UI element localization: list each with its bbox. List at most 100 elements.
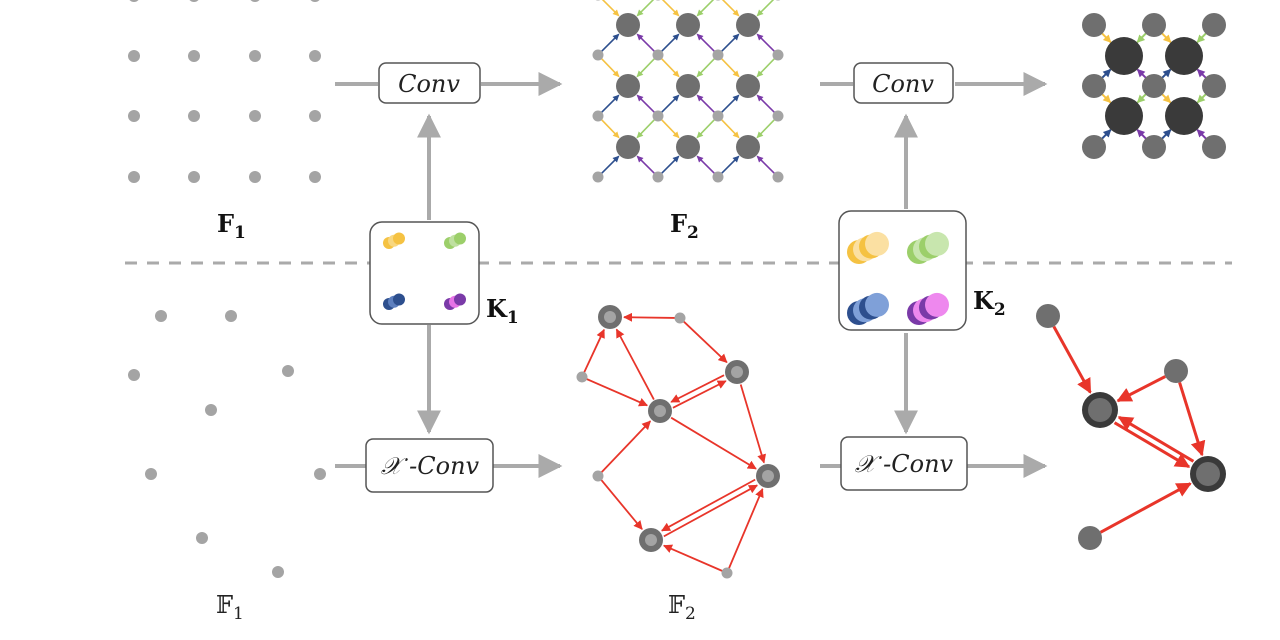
xconv-box-1-label: 𝒳 -Conv	[381, 452, 480, 480]
kernel-edge-purple	[1136, 128, 1148, 140]
kernel-edge-blue	[1101, 68, 1112, 79]
out-small-node	[1202, 13, 1226, 37]
f1-point	[128, 171, 140, 183]
out-small-node	[1142, 135, 1166, 159]
kernel-edge-yellow	[720, 119, 740, 139]
f2-small-point	[772, 171, 784, 183]
f2-node	[676, 74, 700, 98]
conv-box-1-label: Conv	[398, 70, 460, 98]
f2-small-point	[772, 49, 784, 61]
f1-point	[309, 50, 321, 62]
kernel-edge-yellow	[600, 58, 620, 78]
kernel-edge-blue	[660, 33, 680, 53]
kernel-edge-blue	[1100, 128, 1112, 140]
f2-small-point	[712, 110, 724, 122]
kernel-edge-green	[696, 58, 716, 78]
conv-box-2: Conv	[853, 62, 954, 104]
f2-small-point	[712, 171, 724, 183]
xconv-box-2-label: 𝒳 -Conv	[855, 450, 954, 478]
f1-point	[249, 110, 261, 122]
kernel-edge-blue	[600, 155, 620, 175]
f1-point	[128, 50, 140, 62]
label-K2: K2	[973, 286, 1006, 320]
kernel-edge-yellow	[1101, 93, 1112, 104]
kernel-edge-yellow	[721, 0, 740, 17]
kernel-yellow	[393, 232, 405, 245]
kernel-edge-purple	[696, 33, 716, 53]
bbf1-point	[155, 310, 167, 322]
out-graph-node-core	[1088, 398, 1112, 422]
f2-small-point	[652, 110, 664, 122]
kernel-edge-blue	[1160, 128, 1172, 140]
kernel-blue	[865, 292, 889, 317]
bbf1-point	[205, 404, 217, 416]
f2-small-point	[712, 49, 724, 61]
edge-red	[1178, 382, 1206, 457]
f1-point	[188, 110, 200, 122]
kernel-edge-yellow	[1160, 32, 1172, 44]
edge-red	[739, 384, 766, 464]
edge-red	[623, 312, 676, 322]
f1-point	[188, 171, 200, 183]
label-F2: F2	[670, 209, 699, 243]
kernel-edge-purple	[756, 33, 776, 53]
kernel-edge-purple	[636, 33, 656, 53]
f1-point	[250, 0, 260, 2]
out-small-node	[1142, 74, 1166, 98]
bbf2-small-point	[674, 312, 686, 324]
f2-node	[616, 74, 640, 98]
kernel-edge-green	[1196, 93, 1207, 104]
kernel-edge-blue	[660, 155, 680, 175]
edge-red	[600, 420, 651, 474]
kernel-edge-yellow	[720, 58, 740, 78]
label-F1: F1	[217, 209, 246, 243]
output-point-graph	[1036, 304, 1226, 550]
kernel-edge-blue	[1161, 68, 1172, 79]
out-node	[1105, 97, 1143, 135]
f1-point	[249, 50, 261, 62]
f1-point	[310, 0, 320, 2]
out-graph-small-node	[1164, 359, 1188, 383]
f1-point	[188, 50, 200, 62]
kernel-edge-green	[636, 119, 656, 139]
kernel-edge-yellow	[660, 58, 680, 78]
bbf2-node-core	[645, 534, 657, 546]
kernel-purple	[925, 292, 949, 317]
f2-feature-grid	[592, 0, 784, 183]
out-small-node	[1142, 13, 1166, 37]
f1-point	[309, 110, 321, 122]
edge-red	[1117, 415, 1195, 463]
bbf1-point	[225, 310, 237, 322]
bbf2-node-core	[604, 311, 616, 323]
f1-point	[309, 171, 321, 183]
f2-small-point	[592, 49, 604, 61]
xconv-box-1: 𝒳 -Conv	[365, 438, 494, 493]
edge-red	[1116, 375, 1167, 403]
bbf1-point	[282, 365, 294, 377]
bbf2-node-core	[654, 405, 666, 417]
edge-red	[600, 479, 643, 530]
out-small-node	[1082, 74, 1106, 98]
label-K1: K1	[486, 294, 519, 328]
bbf1-point-cloud	[128, 310, 326, 578]
conv-box-1: Conv	[378, 62, 481, 104]
edge-red	[1113, 421, 1191, 469]
kernel-green	[925, 231, 949, 256]
out-node	[1165, 97, 1203, 135]
kernel-edge-purple	[636, 94, 656, 114]
edge-red	[663, 544, 723, 572]
edge-red	[615, 328, 655, 400]
out-graph-node-core	[1196, 462, 1220, 486]
out-node	[1165, 37, 1203, 75]
f1-point	[189, 0, 199, 2]
out-small-node	[1202, 74, 1226, 98]
edge-red	[1099, 482, 1192, 534]
out-small-node	[1202, 135, 1226, 159]
edge-red	[583, 328, 605, 373]
kernel-edge-yellow	[600, 119, 620, 139]
out-small-node	[1082, 13, 1106, 37]
kernel-edge-green	[1136, 32, 1148, 44]
out-graph-small-node	[1078, 526, 1102, 550]
bbf1-point	[272, 566, 284, 578]
kernel-edge-purple	[756, 155, 776, 175]
